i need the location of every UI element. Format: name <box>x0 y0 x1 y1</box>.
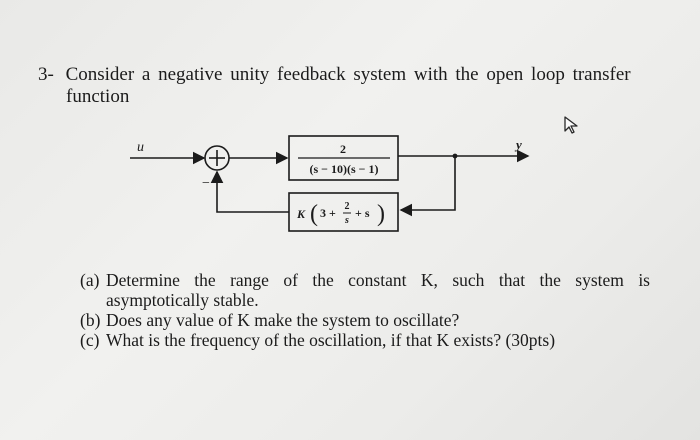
forward-denominator: (s − 10)(s − 1) <box>310 162 379 176</box>
question-a-text-cont: asymptotically stable. <box>106 290 259 310</box>
question-b-text: Does any value of K make the system to o… <box>106 310 460 330</box>
question-a-label: (a) <box>80 270 100 290</box>
problem-intro-line1: Consider a negative unity feedback syste… <box>65 64 631 85</box>
question-c: (c) What is the frequency of the oscilla… <box>80 330 650 350</box>
question-a: (a) Determine the range of the constant … <box>80 270 650 310</box>
feedback-paren-close: ) <box>377 201 385 227</box>
forward-numerator: 2 <box>340 142 346 156</box>
pointer-arrow-icon <box>564 116 578 134</box>
feedback-path-right <box>399 156 456 217</box>
summing-minus-sign: − <box>202 176 210 191</box>
feedback-path-left <box>210 170 289 213</box>
feedback-gain: K <box>296 207 306 221</box>
question-a-text: Determine the range of the constant K, s… <box>106 270 650 290</box>
question-list: (a) Determine the range of the constant … <box>80 270 650 350</box>
feedback-expr-start: 3 + <box>320 206 336 220</box>
summing-junction <box>204 145 230 171</box>
question-c-text: What is the frequency of the oscillation… <box>106 330 556 350</box>
output-label: y <box>514 137 522 152</box>
feedback-frac-den: s <box>344 215 349 226</box>
feedback-expr-end: + s <box>355 206 370 220</box>
input-label: u <box>137 140 144 155</box>
problem-statement: 3- Consider a negative unity feedback sy… <box>38 64 658 108</box>
question-b-label: (b) <box>80 310 101 330</box>
problem-number: 3- <box>38 64 54 85</box>
feedback-paren-open: ( <box>310 201 318 227</box>
question-b: (b) Does any value of K make the system … <box>80 310 650 330</box>
forward-block <box>288 135 399 181</box>
problem-intro-line2: function <box>66 86 130 107</box>
question-c-label: (c) <box>80 330 100 350</box>
feedback-frac-num: 2 <box>345 201 350 212</box>
